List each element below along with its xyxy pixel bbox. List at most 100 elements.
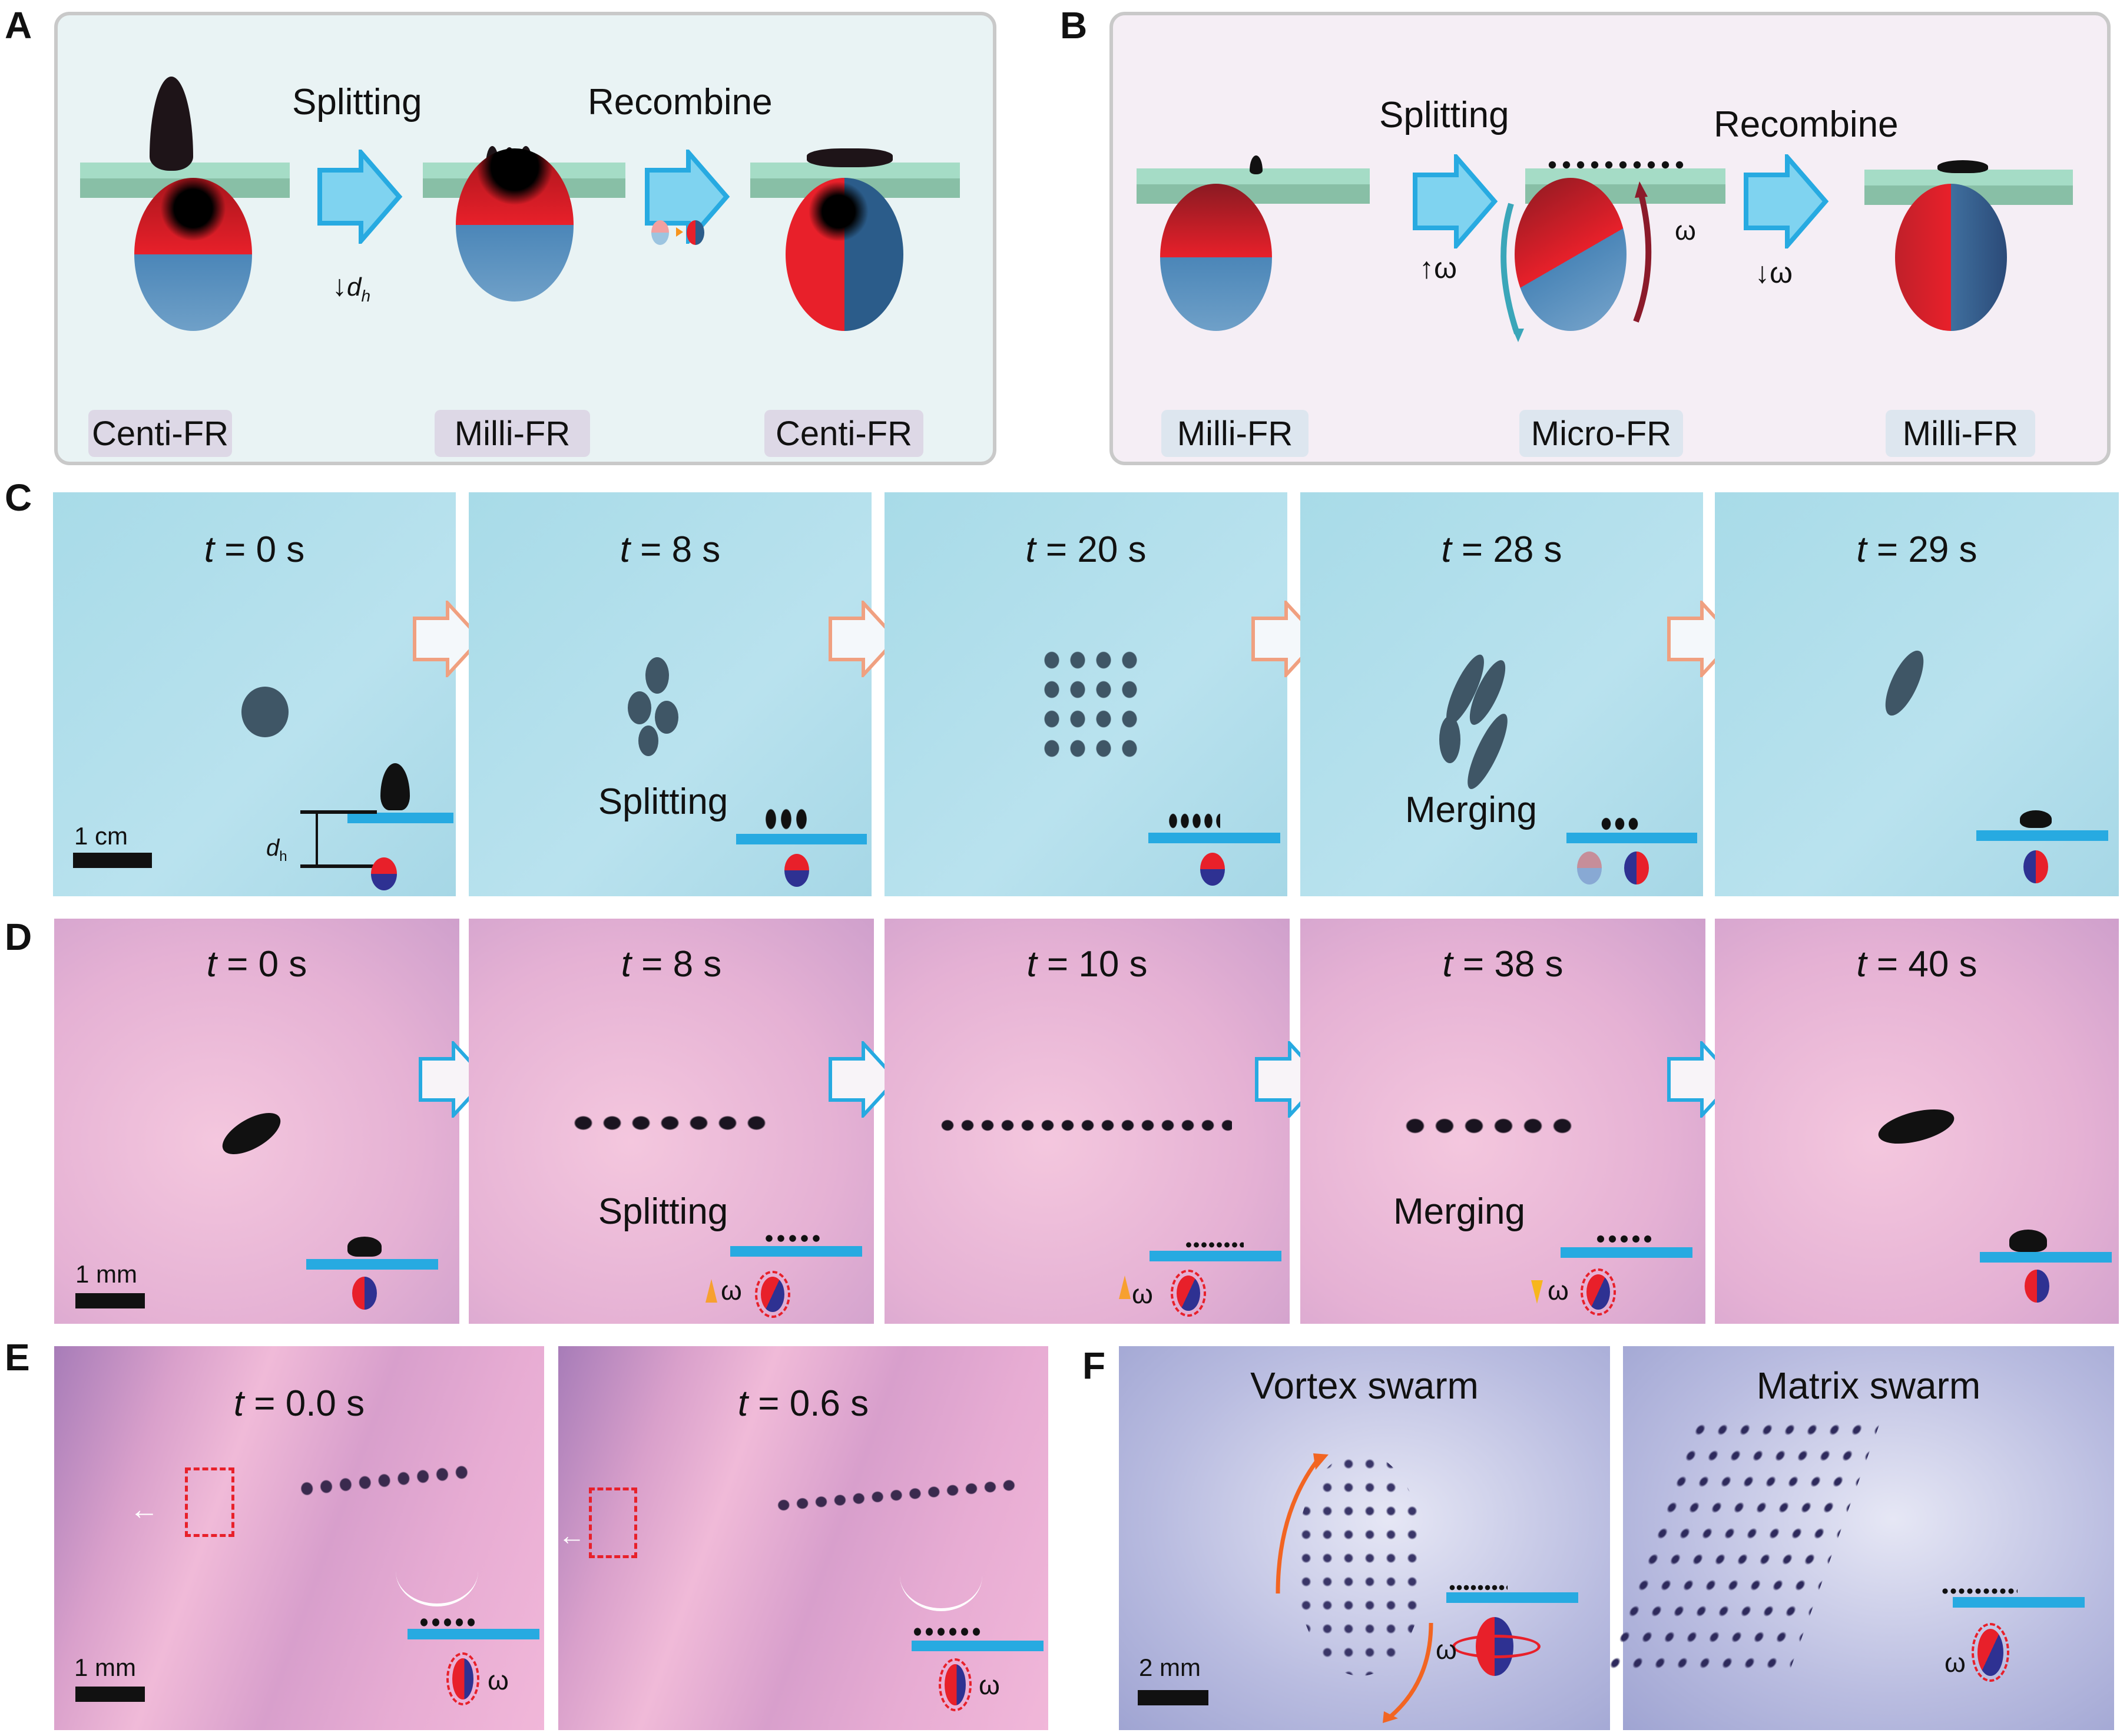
frame-d-3: t = 10 s ω: [885, 919, 1290, 1324]
orange-arrow-icon: [829, 601, 899, 677]
dh-top-line: [300, 810, 377, 814]
step-recombine: Recombine: [1714, 104, 1899, 145]
state-tag-centi-fr: Centi-FR: [88, 410, 232, 457]
orange-arrow-icon: [676, 227, 683, 237]
orange-arrow-icon: [413, 601, 483, 677]
time-label: t = 38 s: [1300, 943, 1705, 985]
t-var: t: [1856, 944, 1867, 985]
frame-c-4: t = 28 s Merging: [1300, 492, 1703, 896]
substrate-bar: [1148, 833, 1280, 843]
t-var: t: [233, 1383, 244, 1424]
blue-arrow-icon: [829, 1041, 899, 1118]
t-var: t: [1442, 944, 1453, 985]
droplets-sideview-icon: [763, 804, 810, 834]
substrate-bar: [347, 813, 453, 823]
rotating-magnet-icon: [446, 1652, 479, 1705]
substrate-bar: [912, 1641, 1044, 1651]
dh-symbol: d: [266, 835, 280, 861]
small-droplet: [1250, 155, 1263, 174]
droplet-sideview-icon: [2020, 810, 2052, 828]
caption-merging: Merging: [1393, 1191, 1525, 1232]
substrate-bar: [1446, 1592, 1578, 1603]
panel-label-b: B: [1060, 4, 1088, 47]
t-value: = 0 s: [224, 529, 305, 570]
t-var: t: [1856, 529, 1867, 570]
droplet: [655, 701, 678, 734]
dh-subscript: h: [279, 849, 287, 864]
omega-decrease-icon: [1531, 1280, 1543, 1304]
scale-bar: [75, 1687, 145, 1702]
dh-symbol: d: [347, 273, 362, 302]
droplets-sideview-icon: [1167, 810, 1220, 831]
process-arrow-icon: [317, 150, 403, 244]
droplets-sideview-icon: [1449, 1583, 1508, 1592]
rotating-magnet-icon: [1581, 1268, 1616, 1316]
state-tag-milli-fr: Milli-FR: [435, 410, 590, 457]
droplet-sideview-icon: [2009, 1230, 2047, 1252]
droplet-sideview-icon: [380, 763, 410, 810]
time-label: t = 0.0 s: [54, 1383, 544, 1424]
magnet-after-icon: [1624, 852, 1649, 884]
scale-label: 1 mm: [74, 1654, 136, 1681]
panel-label-a: A: [5, 4, 32, 47]
t-var: t: [206, 944, 217, 985]
frame-f-vortex: Vortex swarm ω 2 mm: [1119, 1346, 1610, 1730]
t-value: = 40 s: [1876, 944, 1977, 985]
t-var: t: [1441, 529, 1452, 570]
rotation-after-icon: [687, 220, 704, 245]
panel-label-f: F: [1082, 1344, 1106, 1387]
substrate-bar: [306, 1259, 438, 1270]
step-splitting: Splitting: [292, 82, 422, 122]
swarm-title: Matrix swarm: [1756, 1364, 1981, 1407]
droplets-sideview-icon: [418, 1616, 477, 1629]
magnet-sphere-milli: [456, 148, 574, 302]
omega-increase: ↑ω: [1419, 251, 1457, 285]
t-var: t: [1026, 944, 1037, 985]
frame-d-2: t = 8 s Splitting ω: [469, 919, 874, 1324]
frame-f-matrix: Matrix swarm ω: [1599, 1346, 2114, 1730]
rotating-magnet-icon: [1972, 1623, 2009, 1682]
panel-label-c: C: [5, 476, 32, 519]
t-var: t: [620, 529, 630, 570]
frame-c-5: t = 29 s: [1715, 492, 2119, 896]
droplet-chain: [1400, 1114, 1577, 1138]
dh-bottom-line: [300, 864, 377, 868]
omega-label: ω: [721, 1275, 742, 1306]
time-label: t = 20 s: [885, 529, 1287, 571]
scale-bar: [73, 853, 152, 868]
omega-label: ω: [1436, 1634, 1457, 1665]
magnet-sphere-centi-recombined: [786, 178, 903, 331]
state-tag-centi-fr: Centi-FR: [764, 410, 923, 457]
substrate-bar: [1566, 833, 1697, 843]
rotation-arrows-icon: [1276, 1453, 1433, 1723]
rotating-magnet-icon: [1171, 1270, 1206, 1317]
step-splitting: Splitting: [1379, 95, 1509, 135]
droplet: [241, 687, 289, 737]
t-value: = 20 s: [1045, 529, 1147, 570]
frame-c-1: t = 0 s dh 1 cm: [53, 492, 456, 896]
matrix-swarm: [1599, 1417, 1883, 1676]
rotation-before-icon: [651, 220, 669, 245]
white-arrow-icon: ←: [558, 1520, 585, 1551]
droplet-sideview-icon: [347, 1237, 382, 1257]
t-value: = 0 s: [227, 944, 307, 985]
substrate-bar: [1976, 830, 2108, 841]
flat-droplet: [807, 148, 893, 167]
up-arrow-icon: ↑: [1419, 251, 1434, 284]
dh-arrow-icon: [316, 814, 318, 864]
droplet-chain: [938, 1117, 1232, 1134]
omega-label: ω: [1675, 215, 1696, 246]
t-value: = 28 s: [1461, 529, 1562, 570]
magnet-icon: [1200, 853, 1225, 886]
magnet-sphere-milli: [1160, 184, 1272, 331]
step-recombine: Recombine: [588, 82, 773, 122]
time-label: t = 28 s: [1300, 529, 1703, 571]
time-label: t = 10 s: [885, 943, 1290, 985]
scale-label: 2 mm: [1139, 1654, 1201, 1681]
vortex-swarm: [1296, 1452, 1425, 1676]
droplet-chain: [569, 1112, 771, 1134]
time-label: t = 8 s: [469, 943, 874, 985]
magnet-icon: [2023, 850, 2048, 883]
state-tag-milli-fr: Milli-FR: [1161, 410, 1309, 457]
time-label: t = 29 s: [1715, 529, 2119, 571]
